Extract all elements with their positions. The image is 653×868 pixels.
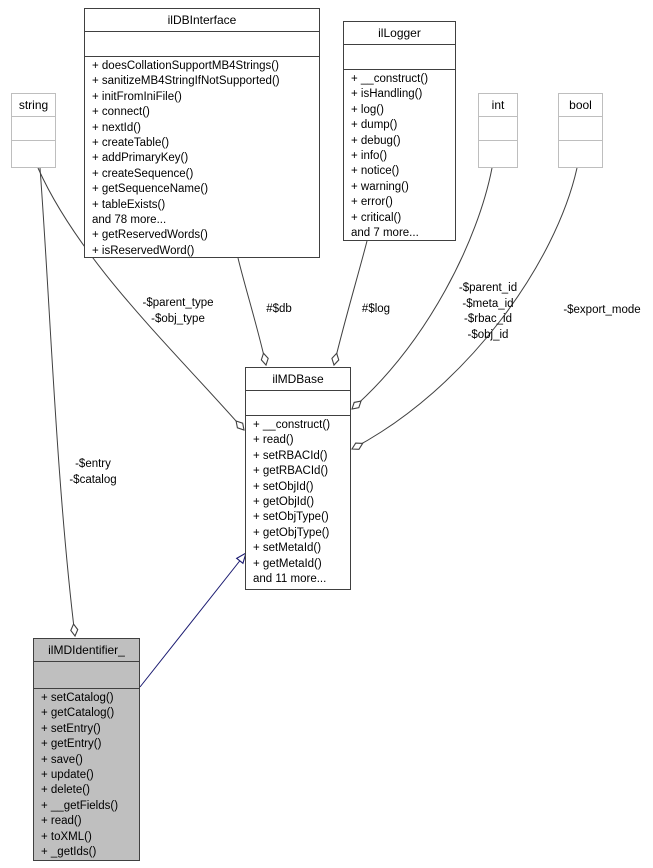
member-line: + setRBACId() [253, 449, 328, 462]
edge-label-entry: -$entry -$catalog [69, 458, 117, 486]
attributes-compartment [246, 391, 350, 416]
class-node-illogger[interactable]: ilLogger + __construct()+ isHandling()+ … [343, 21, 456, 241]
member-line: + getEntry() [41, 738, 102, 751]
class-node-ilmdidentifier: ilMDIdentifier_ + setCatalog() + getCatal… [33, 638, 140, 861]
edge-aggregation-log [334, 240, 368, 365]
member-line: + doesCollationSupportMB4Strings() [92, 60, 279, 72]
edge-label-export-mode: -$export_mode [563, 304, 641, 316]
member-line: + log() [351, 103, 384, 116]
attributes-compartment [12, 117, 55, 141]
edge-aggregation-entry [39, 167, 75, 636]
member-line: + notice() [351, 165, 400, 178]
member-line: + nextId() [92, 121, 141, 134]
edge-aggregation-parent-type [37, 167, 244, 430]
member-line: + setMetaId() [253, 542, 322, 555]
class-node-ildbinterface[interactable]: ilDBInterface + doesCollationSupportMB4S… [84, 8, 320, 258]
type-node-string: string [11, 93, 56, 168]
member-line: + error() [351, 196, 393, 209]
edge-label-ids: -$parent_id -$meta_id -$rbac_id -$obj_id [458, 282, 518, 341]
member-line: + getObjType() [253, 526, 330, 539]
attributes-compartment [85, 32, 319, 57]
member-line: + getReservedWords() [92, 229, 208, 242]
methods-compartment: + setCatalog() + getCatalog() + setEntry()… [34, 689, 139, 860]
type-title: string [12, 94, 55, 117]
attributes-compartment [479, 117, 517, 141]
attributes-compartment [559, 117, 602, 141]
methods-compartment [559, 141, 602, 167]
member-line: + dump() [351, 119, 398, 132]
member-line: + initFromIniFile() [92, 90, 182, 103]
member-line: + info() [351, 150, 388, 163]
member-line: + getObjId() [253, 496, 315, 509]
member-line: + read() [253, 434, 294, 447]
member-line: + getRBACId() [253, 465, 329, 478]
attributes-compartment [34, 662, 139, 689]
member-line: + isReservedWord() [92, 244, 195, 257]
member-line: + createSequence() [92, 167, 194, 180]
member-line: + setCatalog() [41, 692, 114, 704]
member-line: + debug() [351, 134, 401, 147]
member-line: + getCatalog() [41, 707, 115, 720]
edge-label-db: #$db [266, 303, 292, 315]
methods-compartment [12, 141, 55, 167]
member-line: + __construct() [253, 419, 331, 431]
methods-compartment: + doesCollationSupportMB4Strings() + sani… [85, 57, 319, 257]
member-line: and 7 more... [351, 227, 419, 240]
member-line: + addPrimaryKey() [92, 152, 189, 165]
member-line: + delete() [41, 784, 90, 797]
edge-inheritance [139, 553, 246, 688]
edge-label-parent-type: -$parent_type -$obj_type [142, 297, 214, 325]
member-line: + critical() [351, 211, 402, 224]
class-title: ilLogger [344, 22, 455, 45]
member-line: and 78 more... [92, 214, 167, 227]
member-line: + toXML() [41, 830, 92, 843]
edge-aggregation-db [237, 257, 266, 365]
member-line: + read() [41, 815, 82, 828]
attributes-compartment [344, 45, 455, 70]
member-line: + createTable() [92, 137, 170, 150]
class-title: ilMDIdentifier_ [34, 639, 139, 662]
member-line: + setObjType() [253, 511, 329, 524]
type-node-int: int [478, 93, 518, 168]
class-node-ilmdbase[interactable]: ilMDBase + __construct() + read() + setRBA… [245, 367, 351, 590]
member-line: + _getIds() [41, 846, 97, 859]
member-line: + getMetaId() [253, 557, 322, 570]
member-line: + warning() [351, 180, 409, 193]
type-title: bool [559, 94, 602, 117]
member-line: + connect() [92, 106, 150, 119]
member-line: + tableExists() [92, 198, 166, 211]
methods-compartment [479, 141, 517, 167]
member-line: + __getFields() [41, 799, 119, 812]
member-line: + setObjId() [253, 480, 314, 493]
edge-aggregation-export-mode [352, 167, 578, 449]
member-line: + __construct() [351, 73, 429, 85]
methods-compartment: + __construct() + isHandling() + log() + du… [344, 70, 455, 240]
methods-compartment: + __construct() + read() + setRBACId() + ge… [246, 416, 350, 589]
member-line: + isHandling() [351, 88, 423, 101]
member-line: + save() [41, 753, 83, 766]
member-line: + sanitizeMB4StringIfNotSupported() [92, 75, 280, 88]
class-title: ilDBInterface [85, 9, 319, 32]
type-node-bool: bool [558, 93, 603, 168]
member-line: + update() [41, 769, 94, 782]
member-line: + getSequenceName() [92, 183, 209, 196]
member-line: + setEntry() [41, 722, 101, 735]
edge-label-log: #$log [361, 303, 391, 315]
member-line: and 11 more... [253, 573, 327, 586]
type-title: int [479, 94, 517, 117]
class-title: ilMDBase [246, 368, 350, 391]
edge-aggregation-ids [352, 167, 493, 409]
